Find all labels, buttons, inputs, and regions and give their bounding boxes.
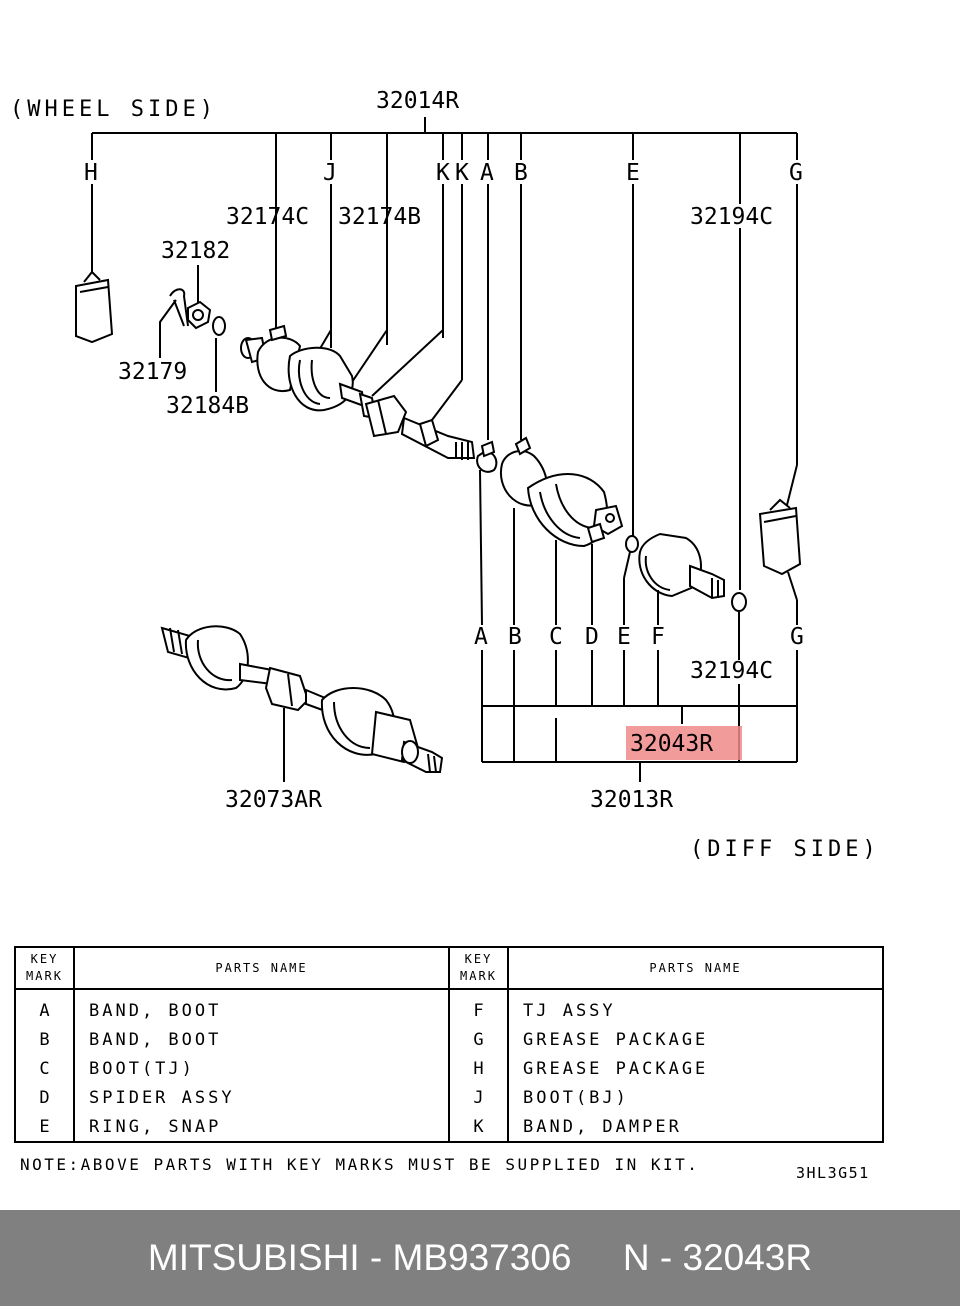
footer-brand: MITSUBISHI — [147, 1237, 360, 1278]
diff-side-label: (DIFF SIDE) — [690, 837, 880, 862]
bottom-drop-lines — [479, 469, 740, 660]
parts-name-column: PARTS NAME BAND, BOOT BAND, BOOT BOOT(TJ… — [75, 948, 448, 1141]
table-part-name: SPIDER ASSY — [89, 1087, 235, 1108]
top-mark-G: G — [789, 160, 803, 186]
band-a-icon — [476, 440, 498, 473]
part-label-32194C-bottom: 32194C — [690, 658, 773, 684]
cotter-pin-icon — [169, 288, 189, 327]
top-mark-K1: K — [436, 160, 450, 186]
part-label-32182: 32182 — [161, 238, 230, 264]
table-key: C — [39, 1058, 50, 1079]
part-label-32194C-top: 32194C — [690, 204, 773, 230]
footer-separator: - — [359, 1237, 393, 1278]
drive-shaft-complete-icon — [160, 625, 444, 773]
nut-icon — [187, 300, 212, 330]
table-key: G — [473, 1029, 484, 1050]
table-key: K — [473, 1116, 484, 1137]
top-mark-B: B — [514, 160, 528, 186]
bottom-mark-B: B — [508, 624, 522, 650]
bottom-mark-F: F — [651, 624, 665, 650]
bottom-mark-E: E — [617, 624, 631, 650]
footer-part-number: MB937306 — [392, 1237, 572, 1278]
table-left-half: KEY MARK A B C D E PARTS NAME BAND, BOOT… — [16, 948, 448, 1141]
bottom-mark-G: G — [790, 624, 804, 650]
table-part-name: RING, SNAP — [89, 1116, 222, 1137]
table-key: A — [39, 1000, 50, 1021]
grease-package-h-icon — [75, 270, 114, 344]
table-part-name: GREASE PACKAGE — [523, 1029, 709, 1050]
table-key: B — [39, 1029, 50, 1050]
table-part-name: TJ ASSY — [523, 1000, 616, 1021]
key-mark-header: KEY MARK — [16, 948, 73, 990]
bottom-mark-C: C — [549, 624, 563, 650]
parts-name-column: PARTS NAME TJ ASSY GREASE PACKAGE GREASE… — [509, 948, 882, 1141]
table-key: J — [473, 1087, 484, 1108]
part-label-32013R: 32013R — [590, 787, 673, 813]
retainer-ring-icon — [731, 592, 747, 612]
part-label-32073AR: 32073AR — [225, 787, 322, 813]
top-mark-A: A — [480, 160, 494, 186]
table-key: F — [473, 1000, 484, 1021]
table-part-name: GREASE PACKAGE — [523, 1058, 709, 1079]
key-mark-column: KEY MARK A B C D E — [16, 948, 75, 1141]
part-label-32174C: 32174C — [226, 204, 309, 230]
wheel-side-label: (WHEEL SIDE) — [10, 97, 217, 122]
bottom-mark-A: A — [474, 624, 488, 650]
shaft-spline-icon — [400, 416, 476, 460]
footer-ref: N - 32043R — [622, 1237, 813, 1278]
part-label-32043R[interactable]: 32043R — [630, 731, 713, 757]
key-mark-column: KEY MARK F G H J K — [450, 948, 509, 1141]
spider-assy-icon — [586, 504, 624, 544]
grease-package-g-icon — [758, 498, 802, 576]
washer-icon — [212, 316, 226, 336]
table-part-name: BAND, BOOT — [89, 1029, 222, 1050]
table-part-name: BAND, DAMPER — [523, 1116, 682, 1137]
top-mark-K2: K — [455, 160, 469, 186]
snap-ring-icon — [625, 535, 639, 553]
bottom-mark-D: D — [585, 624, 599, 650]
part-label-32174B: 32174B — [338, 204, 421, 230]
drawing-code: 3HL3G51 — [796, 1164, 870, 1182]
bj-joint-assembly-icon — [240, 324, 378, 420]
highlight-box — [626, 726, 742, 760]
part-label-32184B: 32184B — [166, 393, 249, 419]
top-drop-lines — [91, 133, 798, 590]
table-key: D — [39, 1087, 50, 1108]
part-label-32179: 32179 — [118, 359, 187, 385]
table-part-name: BAND, BOOT — [89, 1000, 222, 1021]
table-part-name: BOOT(BJ) — [523, 1087, 629, 1108]
top-mark-H: H — [84, 160, 98, 186]
damper-icon — [364, 394, 408, 438]
table-key: E — [39, 1116, 50, 1137]
key-mark-header: KEY MARK — [450, 948, 507, 990]
footer-gap — [571, 1237, 622, 1279]
kit-note: NOTE:ABOVE PARTS WITH KEY MARKS MUST BE … — [20, 1155, 700, 1174]
tj-assy-icon — [638, 532, 725, 600]
top-mark-E: E — [626, 160, 640, 186]
parts-name-header: PARTS NAME — [509, 948, 882, 990]
footer-bar: MITSUBISHI - MB937306 N - 32043R — [0, 1210, 960, 1306]
top-mark-J: J — [323, 160, 337, 186]
parts-name-header: PARTS NAME — [75, 948, 448, 990]
table-part-name: BOOT(TJ) — [89, 1058, 195, 1079]
parts-diagram: (WHEEL SIDE) (DIFF SIDE) 32014R H J K — [10, 88, 880, 862]
kit-brackets — [481, 650, 798, 782]
kit-parts-table: KEY MARK A B C D E PARTS NAME BAND, BOOT… — [14, 946, 884, 1143]
table-key: H — [473, 1058, 484, 1079]
part-label-32014R: 32014R — [376, 88, 459, 114]
table-right-half: KEY MARK F G H J K PARTS NAME TJ ASSY GR… — [448, 948, 882, 1141]
